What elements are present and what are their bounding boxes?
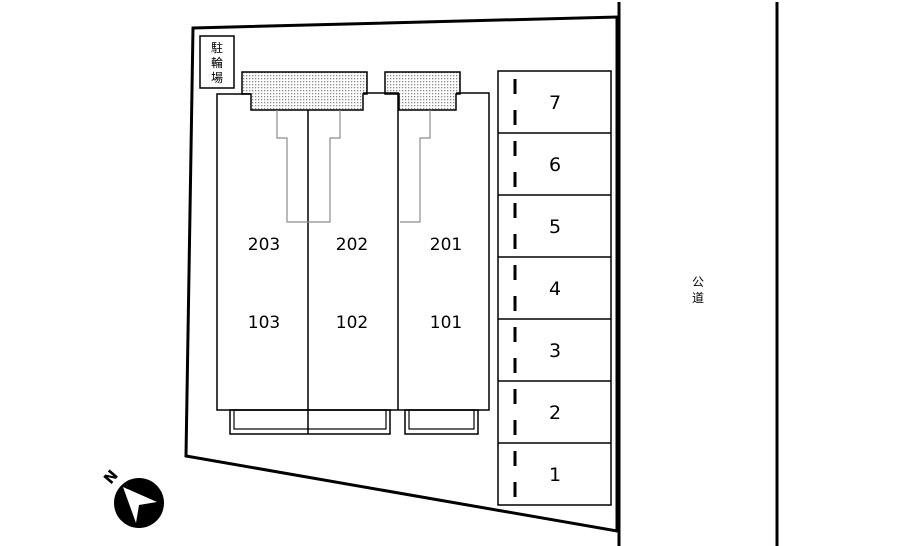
unit-label-102: 102 [336, 313, 368, 333]
parking-space-6: 6 [549, 154, 561, 176]
bike-parking-char-1: 駐 [211, 40, 223, 55]
unit-label-202: 202 [336, 235, 368, 255]
compass-north-letter: N [100, 466, 122, 487]
lower-balcony-right [404, 409, 479, 435]
compass-icon [114, 478, 164, 528]
unit-label-201: 201 [430, 235, 462, 255]
unit-label-203: 203 [248, 235, 280, 255]
parking-space-3: 3 [549, 340, 561, 362]
parking-space-1: 1 [549, 464, 561, 486]
property-boundary [184, 15, 619, 533]
bike-parking-char-3: 場 [211, 71, 223, 85]
parking-space-5: 5 [549, 216, 561, 238]
stair-outline-right [400, 110, 431, 223]
unit-label-103: 103 [248, 313, 280, 333]
bike-parking-box [199, 35, 235, 89]
lower-balcony-right-inner [408, 409, 475, 430]
lower-balcony-left-inner [233, 409, 387, 430]
parking-space-2: 2 [549, 402, 561, 424]
upper-balcony-left [241, 71, 368, 111]
unit-label-101: 101 [430, 313, 462, 333]
upper-balcony-right [384, 71, 461, 111]
lower-balcony-left [229, 409, 391, 435]
parking-space-4: 4 [549, 278, 561, 300]
bike-parking-char-2: 輪 [211, 55, 223, 70]
road-label-char-1: 公 [692, 275, 704, 289]
parking-space-7: 7 [549, 92, 561, 114]
stair-outline-left [276, 110, 341, 223]
parking-area [497, 70, 612, 506]
road-label-char-2: 道 [692, 291, 704, 305]
parking-dividers [498, 132, 611, 444]
